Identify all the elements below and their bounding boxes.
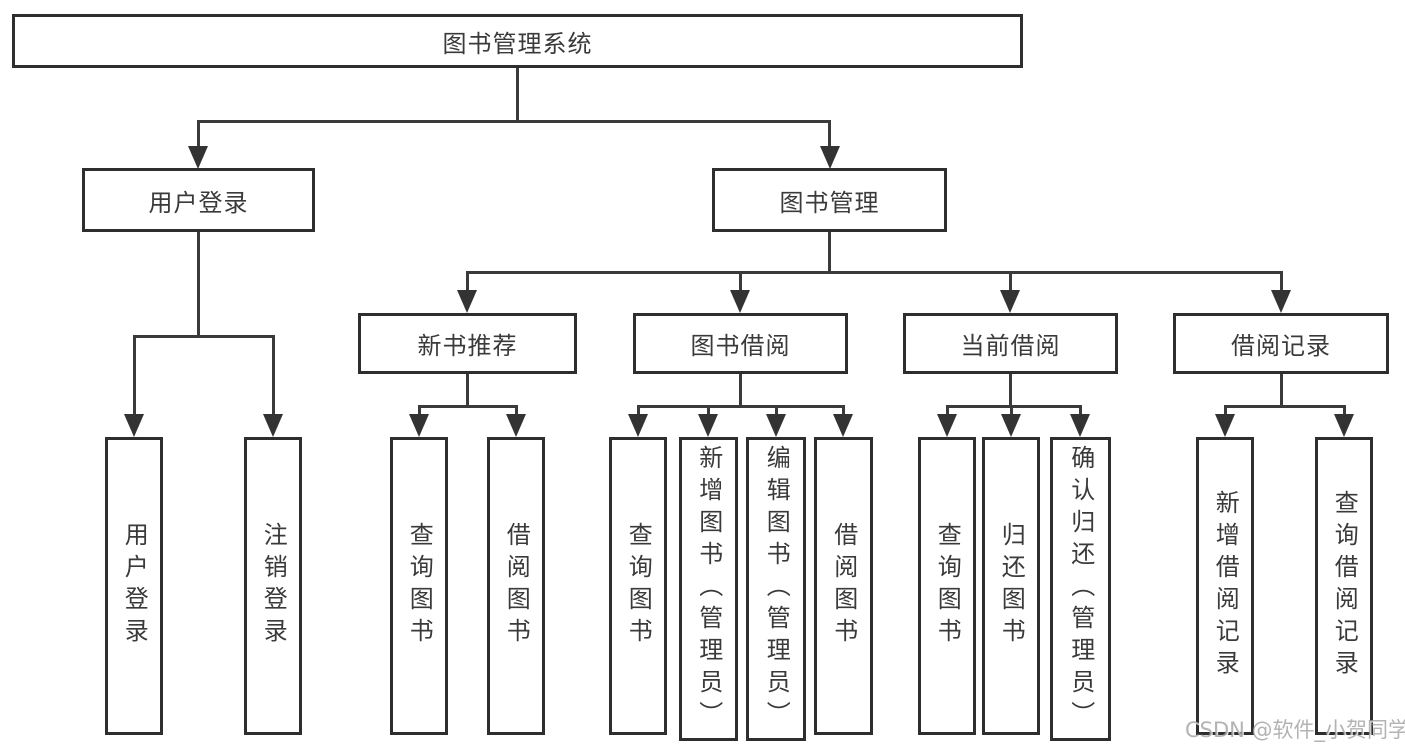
arrow-down-icon	[1271, 290, 1291, 313]
node-label: 新书推荐	[417, 332, 518, 360]
leaf-user-login: 用户登录	[105, 437, 163, 735]
node-label: 图书管理系统	[442, 29, 593, 58]
connector-new-rec-bus	[418, 405, 518, 408]
leaf-return-book: 归还图书	[982, 437, 1040, 735]
connector-new-rec-drop	[466, 374, 469, 408]
node-root: 图书管理系统	[12, 14, 1023, 68]
connector-stem-leaf	[133, 335, 136, 416]
arrow-down-icon	[820, 146, 840, 169]
leaf-query-book-current: 查询图书	[918, 437, 976, 735]
node-label: 图书管理	[779, 188, 880, 217]
connector-book-borrow-bus	[637, 405, 845, 408]
node-book-borrow: 图书借阅	[633, 313, 848, 374]
node-label: 用户登录	[120, 522, 149, 650]
connector-current-borrow-drop	[1009, 374, 1012, 408]
leaf-logout: 注销登录	[244, 437, 302, 735]
node-label: 查询借阅记录	[1330, 490, 1359, 682]
connector-stem-leaf	[515, 405, 518, 416]
leaf-add-borrow-record: 新增借阅记录	[1196, 437, 1254, 735]
connector-stem-user-login	[197, 120, 200, 147]
connector-book-mgmt-bus	[466, 271, 1282, 274]
connector-book-borrow-drop	[739, 374, 742, 408]
connector-user-login-drop	[197, 232, 200, 338]
arrow-down-icon	[506, 414, 526, 437]
node-label: 确认归还（管理员）	[1066, 445, 1095, 733]
node-label: 借阅图书	[829, 522, 858, 650]
connector-stem-leaf	[775, 405, 778, 416]
connector-stem-current-borrow	[1009, 271, 1012, 291]
node-book-mgmt: 图书管理	[712, 168, 947, 232]
node-label: 新增借阅记录	[1211, 490, 1240, 682]
connector-borrow-records-drop	[1280, 374, 1283, 408]
node-label: 新增图书（管理员）	[694, 445, 723, 733]
connector-stem-leaf	[946, 405, 949, 416]
leaf-borrow-book-newrec: 借阅图书	[487, 437, 545, 735]
connector-stem-leaf	[1079, 405, 1082, 416]
connector-root-bus	[197, 120, 831, 123]
arrow-down-icon	[1334, 414, 1354, 437]
connector-user-login-bus	[133, 335, 274, 338]
connector-stem-leaf	[707, 405, 710, 416]
node-label: 图书借阅	[690, 332, 791, 360]
connector-borrow-records-bus	[1224, 405, 1346, 408]
arrow-down-icon	[188, 146, 208, 169]
leaf-edit-book-admin: 编辑图书（管理员）	[746, 437, 806, 741]
arrow-down-icon	[766, 414, 786, 437]
leaf-borrow-book-borrow: 借阅图书	[814, 437, 873, 735]
arrow-down-icon	[1070, 414, 1090, 437]
arrow-down-icon	[1001, 414, 1021, 437]
node-label: 查询图书	[405, 522, 434, 650]
node-label: 借阅图书	[502, 522, 531, 650]
node-label: 用户登录	[148, 188, 249, 217]
arrow-down-icon	[263, 414, 283, 437]
node-current-borrow: 当前借阅	[903, 313, 1118, 374]
node-new-book-rec: 新书推荐	[358, 313, 577, 374]
connector-current-borrow-bus	[946, 405, 1082, 408]
arrow-down-icon	[937, 414, 957, 437]
leaf-query-book-newrec: 查询图书	[390, 437, 448, 735]
node-label: 查询图书	[933, 522, 962, 650]
node-label: 归还图书	[997, 522, 1026, 650]
connector-stem-leaf	[272, 335, 275, 416]
node-label: 当前借阅	[960, 332, 1061, 360]
arrow-down-icon	[1000, 290, 1020, 313]
leaf-add-book-admin: 新增图书（管理员）	[679, 437, 738, 741]
connector-book-mgmt-drop	[828, 232, 831, 274]
connector-stem-leaf	[418, 405, 421, 416]
connector-stem-borrow-records	[1280, 271, 1283, 291]
arrow-down-icon	[409, 414, 429, 437]
node-user-login: 用户登录	[82, 168, 315, 232]
connector-stem-book-borrow	[739, 271, 742, 291]
leaf-query-borrow-record: 查询借阅记录	[1315, 437, 1373, 735]
csdn-watermark: CSDN @软件_小贺同学	[1185, 718, 1405, 742]
connector-stem-book-mgmt	[828, 120, 831, 147]
connector-stem-leaf	[842, 405, 845, 416]
node-borrow-records: 借阅记录	[1173, 313, 1389, 374]
arrow-down-icon	[730, 290, 750, 313]
connector-stem-leaf	[1224, 405, 1227, 416]
connector-root-drop	[516, 68, 519, 122]
connector-stem-leaf	[1343, 405, 1346, 416]
node-label: 注销登录	[259, 522, 288, 650]
leaf-query-book-borrow: 查询图书	[609, 437, 667, 735]
node-label: 借阅记录	[1231, 332, 1331, 360]
connector-stem-new-rec	[466, 271, 469, 291]
node-label: 查询图书	[624, 522, 653, 650]
connector-stem-leaf	[1010, 405, 1013, 416]
arrow-down-icon	[124, 414, 144, 437]
arrow-down-icon	[1215, 414, 1235, 437]
node-label: 编辑图书（管理员）	[762, 445, 791, 733]
connector-stem-leaf	[637, 405, 640, 416]
arrow-down-icon	[833, 414, 853, 437]
arrow-down-icon	[628, 414, 648, 437]
arrow-down-icon	[698, 414, 718, 437]
arrow-down-icon	[457, 290, 477, 313]
leaf-confirm-return-admin: 确认归还（管理员）	[1050, 437, 1111, 741]
